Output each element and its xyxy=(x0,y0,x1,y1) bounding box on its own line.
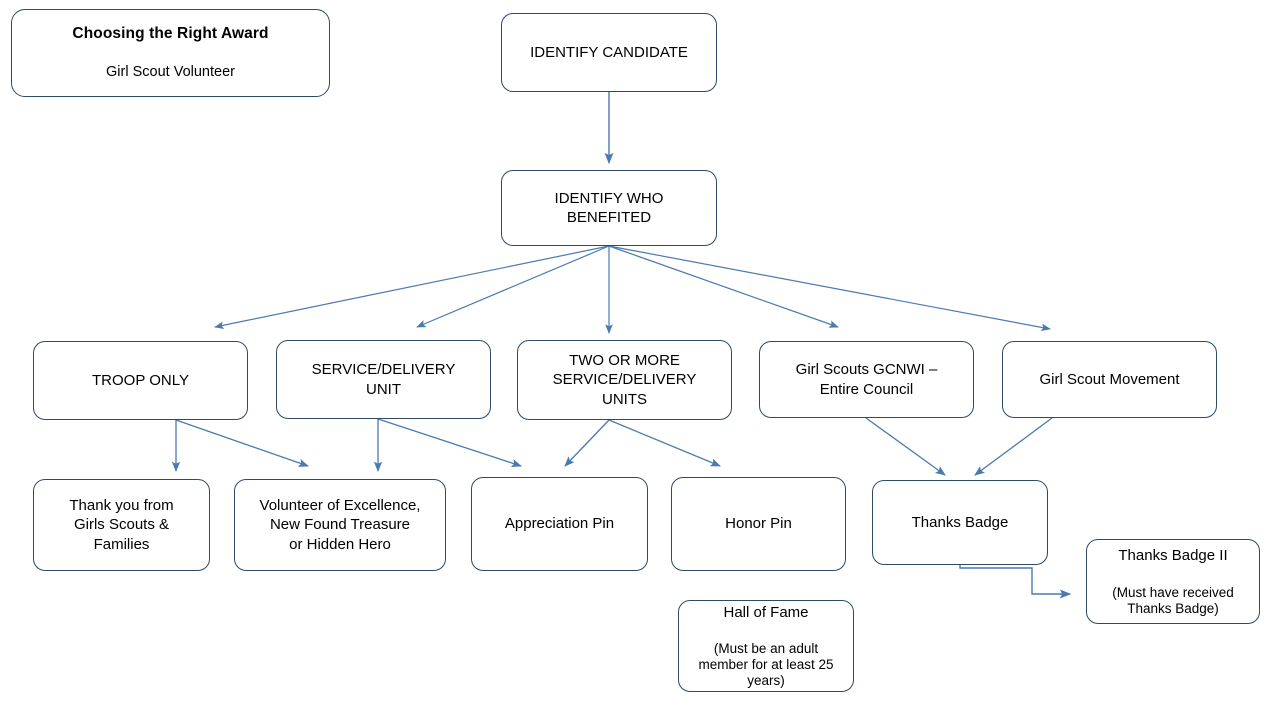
node-honor-pin[interactable]: Honor Pin xyxy=(671,477,846,571)
node-service-delivery-unit[interactable]: SERVICE/DELIVERY UNIT xyxy=(276,340,491,419)
edge-benefited-to-service-delivery-unit xyxy=(416,245,610,328)
node-thanks-badge[interactable]: Thanks Badge xyxy=(872,480,1048,565)
title-card: Choosing the Right Award Girl Scout Volu… xyxy=(11,9,330,97)
node-hall-of-fame-text: Hall of Fame (Must be an adult member fo… xyxy=(685,583,847,708)
node-thanks-badge-ii-note: (Must have received Thanks Badge) xyxy=(1112,584,1234,616)
edge-two-or-more-to-appreciation-pin xyxy=(564,419,610,467)
node-volunteer-of-excellence-label: Volunteer of Excellence, New Found Treas… xyxy=(259,497,421,553)
node-two-or-more-units[interactable]: TWO OR MORE SERVICE/DELIVERY UNITS xyxy=(517,340,732,420)
node-identify-candidate[interactable]: IDENTIFY CANDIDATE xyxy=(501,13,717,92)
node-thanks-badge-ii[interactable]: Thanks Badge II (Must have received Than… xyxy=(1086,539,1260,624)
node-thanks-badge-ii-title: Thanks Badge II xyxy=(1118,547,1228,565)
edge-gcnwi-to-thanks-badge xyxy=(865,417,946,476)
edge-movement-to-thanks-badge xyxy=(974,417,1053,476)
node-gcnwi-entire-council[interactable]: Girl Scouts GCNWI – Entire Council xyxy=(759,341,974,418)
node-identify-who-benefited[interactable]: IDENTIFY WHO BENEFITED xyxy=(501,170,717,246)
node-volunteer-of-excellence[interactable]: Volunteer of Excellence, New Found Treas… xyxy=(234,479,446,571)
node-gcnwi-entire-council-label: Girl Scouts GCNWI – Entire Council xyxy=(795,361,938,398)
edge-thanks-badge-to-thanks-badge-ii xyxy=(959,565,1072,599)
node-troop-only-label: TROOP ONLY xyxy=(92,371,189,389)
node-two-or-more-units-label: TWO OR MORE SERVICE/DELIVERY UNITS xyxy=(552,352,697,408)
edge-benefited-to-gcnwi xyxy=(608,245,839,328)
node-hall-of-fame[interactable]: Hall of Fame (Must be an adult member fo… xyxy=(678,600,854,692)
node-honor-pin-label: Honor Pin xyxy=(725,515,792,533)
node-thank-you-label: Thank you from Girls Scouts & Families xyxy=(69,497,174,553)
node-appreciation-pin-label: Appreciation Pin xyxy=(504,515,615,533)
edge-benefited-to-movement xyxy=(608,245,1051,332)
node-service-delivery-unit-label: SERVICE/DELIVERY UNIT xyxy=(311,361,456,398)
edge-two-or-more-to-honor-pin xyxy=(608,419,721,467)
node-hall-of-fame-note: (Must be an adult member for at least 25… xyxy=(698,640,834,689)
edge-benefited-to-troop-only xyxy=(214,245,610,330)
node-girl-scout-movement-label: Girl Scout Movement xyxy=(1039,370,1180,388)
node-thanks-badge-ii-text: Thanks Badge II (Must have received Than… xyxy=(1093,527,1253,636)
edge-service-unit-to-appreciation-pin xyxy=(377,418,522,468)
title-card-text: Choosing the Right Award Girl Scout Volu… xyxy=(18,5,323,101)
title-subheading: Girl Scout Volunteer xyxy=(106,64,235,81)
node-appreciation-pin[interactable]: Appreciation Pin xyxy=(471,477,648,571)
node-hall-of-fame-title: Hall of Fame xyxy=(723,603,809,621)
node-identify-candidate-label: IDENTIFY CANDIDATE xyxy=(530,43,688,61)
node-troop-only[interactable]: TROOP ONLY xyxy=(33,341,248,420)
node-thanks-badge-label: Thanks Badge xyxy=(911,513,1009,531)
node-thank-you-from-girl-scouts[interactable]: Thank you from Girls Scouts & Families xyxy=(33,479,210,571)
node-identify-who-benefited-label: IDENTIFY WHO BENEFITED xyxy=(554,189,664,226)
node-girl-scout-movement[interactable]: Girl Scout Movement xyxy=(1002,341,1217,418)
title-heading: Choosing the Right Award xyxy=(72,25,269,43)
edge-troop-only-to-volunteer-excellence xyxy=(175,419,309,467)
